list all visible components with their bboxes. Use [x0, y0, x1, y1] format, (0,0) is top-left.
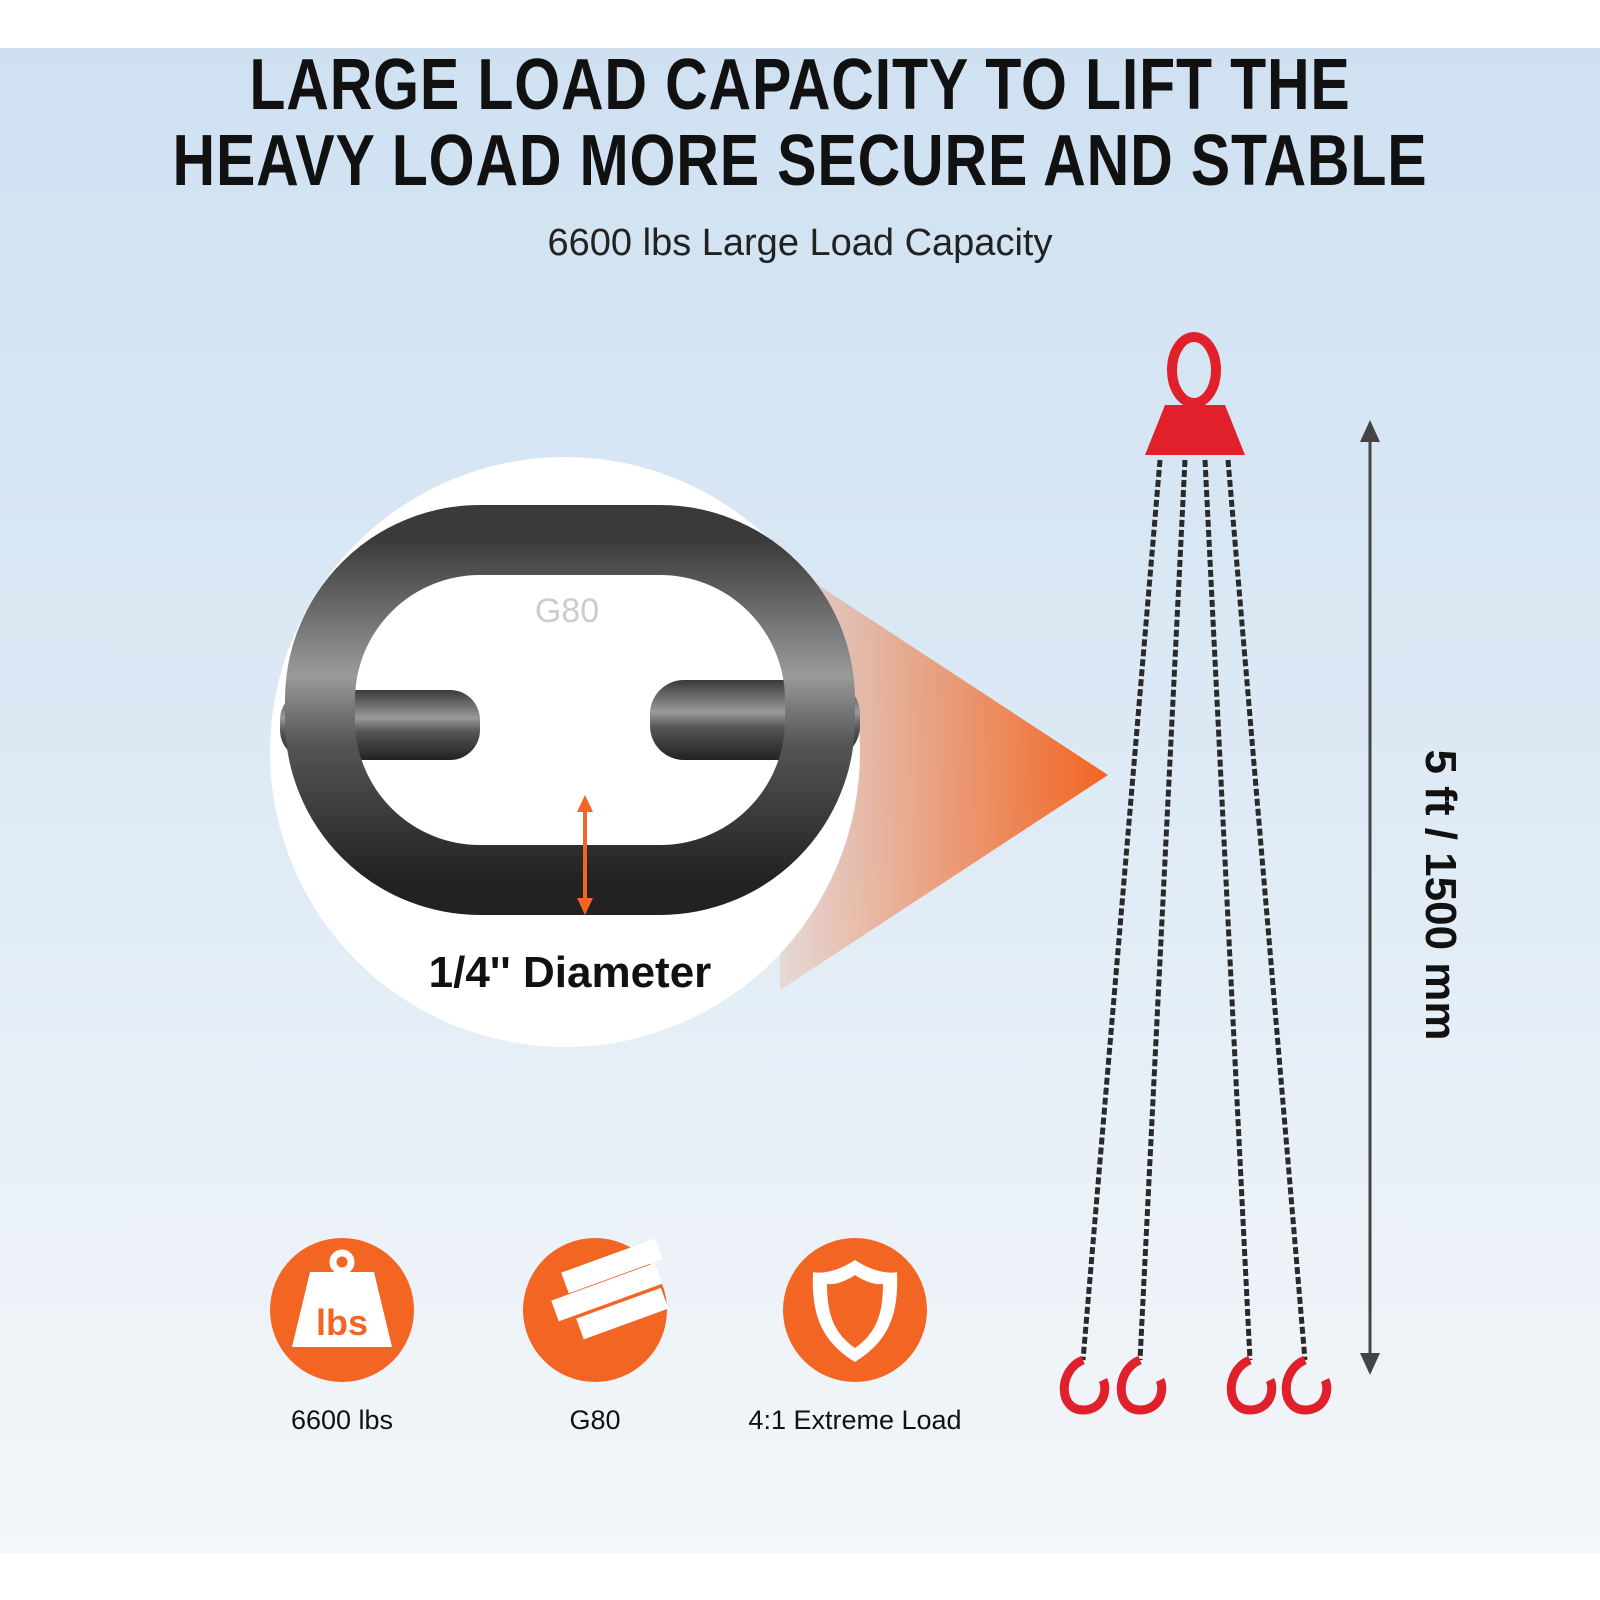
chain-sling [1059, 332, 1332, 1415]
headline-line-1: LARGE LOAD CAPACITY TO LIFT THE [249, 45, 1351, 125]
diameter-label: 1/4'' Diameter [428, 948, 712, 997]
weight-icon: lbs [270, 1238, 414, 1382]
shield-icon [783, 1238, 927, 1382]
feature-label-capacity: 6600 lbs [290, 1405, 394, 1435]
height-arrow [1360, 420, 1380, 1375]
pipes-icon [523, 1238, 669, 1382]
length-dimension-label: 5 ft / 1500 mm [1416, 749, 1465, 1041]
zoom-callout-triangle [780, 560, 1108, 990]
feature-label-grade: G80 [569, 1405, 621, 1435]
g80-stamp: G80 [535, 592, 599, 630]
weight-icon-text: lbs [316, 1302, 368, 1343]
chain-link-closeup: G80 [280, 505, 860, 915]
subtitle: 6600 lbs Large Load Capacity [547, 222, 1053, 264]
headline-line-2: HEAVY LOAD MORE SECURE AND STABLE [172, 121, 1428, 201]
feature-label-safety: 4:1 Extreme Load [748, 1405, 962, 1435]
